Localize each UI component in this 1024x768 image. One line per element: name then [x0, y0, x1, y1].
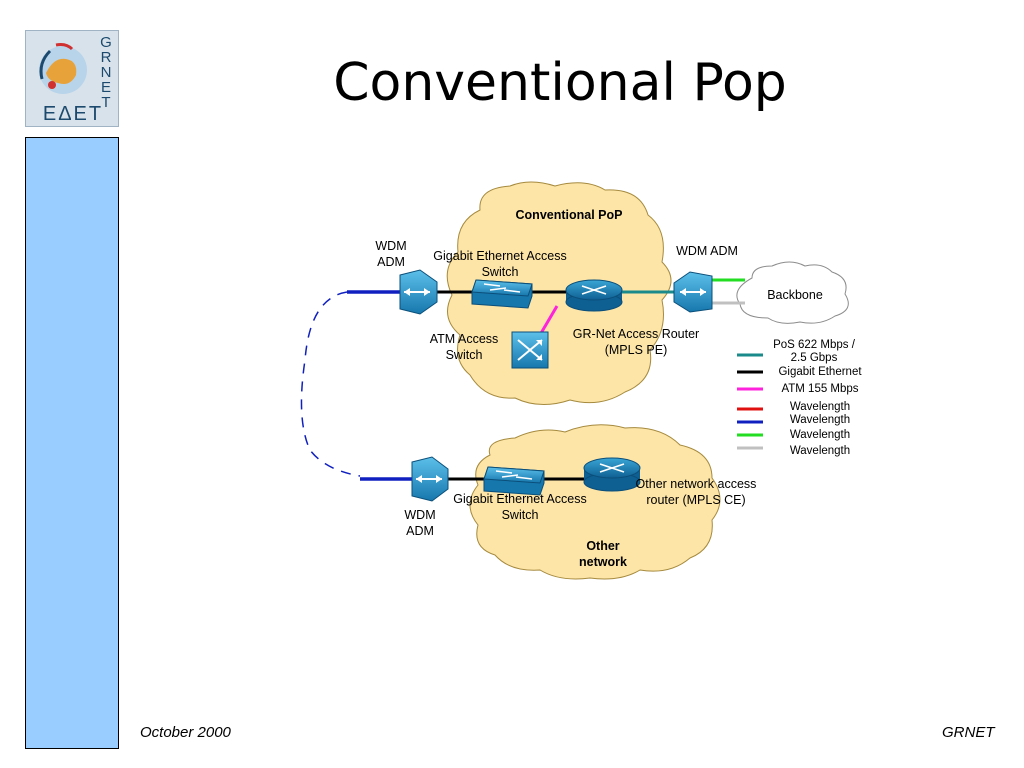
other-network-router-icon [583, 457, 641, 492]
footer-date: October 2000 [140, 724, 231, 741]
globe-logo-icon [39, 43, 87, 94]
legend-label-atm: ATM 155 Mbps [781, 383, 859, 395]
gigabit-switch-bottom-icon [483, 466, 545, 496]
wdm-adm-top-left-icon [399, 269, 438, 315]
legend-label-gige: Gigabit Ethernet [778, 366, 862, 378]
logo-latin-text: G R N E T [100, 34, 112, 111]
wdm-adm-bottom-label: WDM ADM [404, 508, 436, 538]
legend-label-wavelength-green: Wavelength [789, 429, 851, 441]
legend-label-wavelength-gray: Wavelength [789, 445, 851, 457]
grnet-logo: G R N E T ΕΔΕΤ [25, 30, 119, 127]
wdm-adm-top-right-label: WDM ADM [676, 244, 738, 258]
legend-label-pos: PoS 622 Mbps / 2.5 Gbps [773, 339, 855, 364]
gigabit-switch-bottom-label: Gigabit Ethernet Access Switch [453, 492, 587, 522]
gigabit-switch-top-icon [471, 279, 533, 309]
wdm-adm-top-right-icon [673, 271, 713, 313]
logo-greek-text: ΕΔΕΤ [42, 103, 104, 125]
grnet-router-label: GR-Net Access Router (MPLS PE) [572, 327, 700, 357]
pop-cloud-label: Conventional PoP [515, 208, 623, 222]
gigabit-switch-top-label: Gigabit Ethernet Access Switch [433, 249, 567, 279]
backbone-cloud [736, 261, 849, 324]
other-router-label: Other network access router (MPLS CE) [635, 477, 757, 507]
slide-title: Conventional Pop [333, 53, 787, 113]
legend-label-wavelength-blue: Wavelength [789, 414, 851, 426]
grnet-router-icon [565, 279, 623, 312]
dashed-wavelength-path [300, 291, 361, 477]
backbone-label: Backbone [767, 288, 823, 302]
sidebar-panel [25, 137, 119, 749]
atm-switch-label: ATM Access Switch [429, 332, 499, 362]
wdm-adm-bottom-icon [411, 456, 449, 502]
other-network-cloud [469, 424, 721, 580]
atm-switch-icon [511, 331, 549, 369]
wdm-adm-top-left-label: WDM ADM [375, 239, 407, 269]
other-network-label: Other network [579, 539, 627, 569]
footer-org: GRNET [942, 724, 995, 741]
legend-label-wavelength-red: Wavelength [789, 401, 851, 413]
